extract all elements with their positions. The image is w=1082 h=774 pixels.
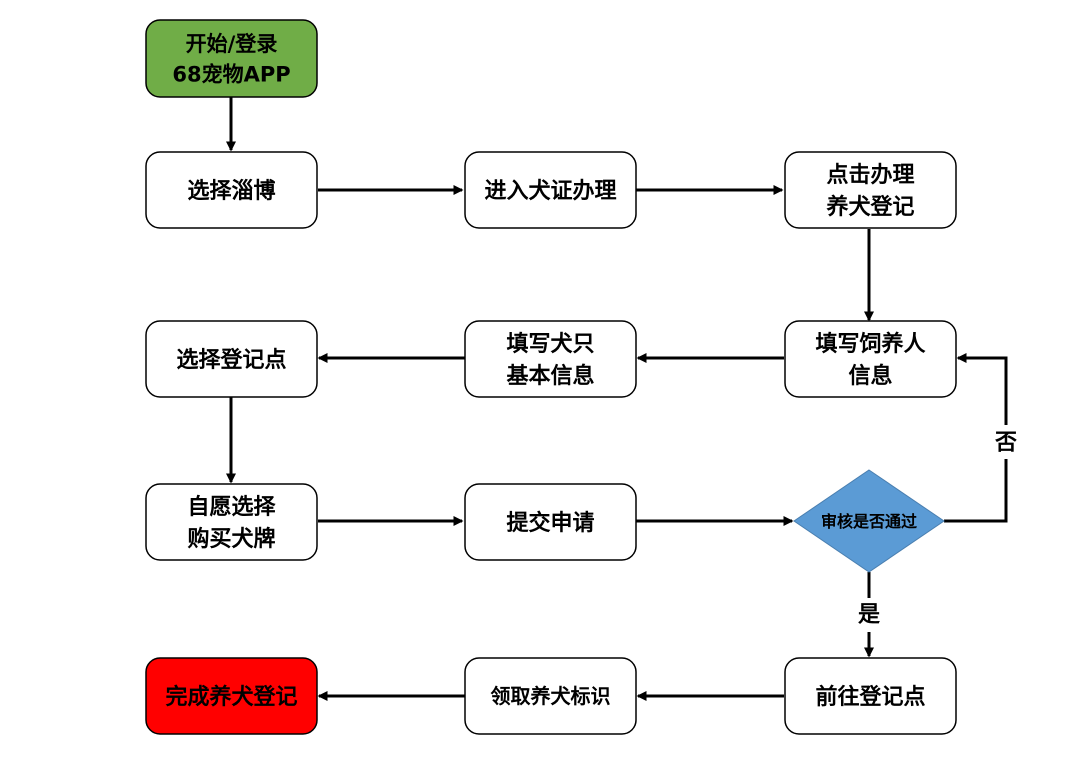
node-buy-tag-label: 自愿选择购买犬牌 <box>187 494 276 552</box>
node-review-shape <box>793 469 945 573</box>
node-start: 开始/登录 68宠物APP <box>145 19 318 98</box>
node-done-label: 完成养犬登记 <box>165 684 297 710</box>
node-submit: 提交申请 <box>464 483 637 561</box>
node-get-id-label: 领取养犬标识 <box>491 684 611 708</box>
node-label-line: 填写犬只 <box>506 332 594 357</box>
node-go-point-label: 前往登记点 <box>815 684 925 710</box>
node-start-shape <box>145 19 318 98</box>
node-submit-shape <box>464 483 637 561</box>
node-fill-dog-shape <box>464 320 637 398</box>
node-buy-tag-shape <box>145 483 318 561</box>
node-select-zibo: 选择淄博 <box>145 151 318 229</box>
node-done: 完成养犬登记 <box>145 657 318 735</box>
node-go-point-shape <box>784 657 957 735</box>
node-fill-dog-label: 填写犬只基本信息 <box>506 332 594 389</box>
node-review: 审核是否通过 <box>793 469 945 573</box>
node-label-line: 购买犬牌 <box>187 526 275 552</box>
node-select-point: 选择登记点 <box>145 320 318 398</box>
node-click-apply-shape <box>784 151 957 229</box>
node-enter-cert-label: 进入犬证办理 <box>484 179 616 204</box>
node-label-line: 进入犬证办理 <box>484 179 616 204</box>
node-get-id-shape <box>464 657 637 735</box>
node-label-line: 信息 <box>848 363 892 389</box>
node-select-zibo-shape <box>145 151 318 229</box>
node-enter-cert: 进入犬证办理 <box>464 151 637 229</box>
node-start-label: 开始/登录 68宠物APP <box>172 32 290 86</box>
node-submit-label: 提交申请 <box>506 510 594 536</box>
node-enter-cert-shape <box>464 151 637 229</box>
node-click-apply-label: 点击办理养犬登记 <box>825 162 914 220</box>
node-label-line: 领取养犬标识 <box>491 684 611 708</box>
node-select-point-label: 选择登记点 <box>176 347 286 373</box>
node-fill-owner-shape <box>784 320 957 398</box>
edges <box>226 97 1008 701</box>
node-label-line: 前往登记点 <box>815 684 925 710</box>
node-select-point-shape <box>145 320 318 398</box>
edge-label-no-bg <box>992 425 1020 459</box>
node-label-line: 开始/登录 <box>186 32 278 56</box>
node-review-label: 审核是否通过 <box>821 512 917 531</box>
node-label-line: 自愿选择 <box>187 494 276 520</box>
node-label-line: 完成养犬登记 <box>165 684 297 710</box>
node-label-line: 68宠物APP <box>172 62 290 86</box>
edge-label-yes-bg <box>855 598 883 632</box>
node-label-line: 点击办理 <box>826 162 914 188</box>
node-label-line: 选择淄博 <box>187 178 275 204</box>
node-fill-owner: 填写饲养人信息 <box>784 320 957 398</box>
node-fill-dog: 填写犬只基本信息 <box>464 320 637 398</box>
node-label-line: 选择登记点 <box>176 347 286 373</box>
edge-label-no: 否 <box>994 431 1017 456</box>
node-fill-owner-label: 填写饲养人信息 <box>815 331 925 389</box>
node-buy-tag: 自愿选择购买犬牌 <box>145 483 318 561</box>
node-label-line: 基本信息 <box>506 363 594 389</box>
node-done-shape <box>145 657 318 735</box>
node-click-apply: 点击办理养犬登记 <box>784 151 957 229</box>
node-label-line: 填写饲养人 <box>815 331 925 357</box>
node-label-line: 养犬登记 <box>825 194 914 220</box>
node-go-point: 前往登记点 <box>784 657 957 735</box>
node-label-line: 审核是否通过 <box>821 512 917 531</box>
node-get-id: 领取养犬标识 <box>464 657 637 735</box>
node-select-zibo-label: 选择淄博 <box>187 178 275 204</box>
edge-label-yes: 是 <box>858 603 880 628</box>
node-label-line: 提交申请 <box>506 510 594 536</box>
